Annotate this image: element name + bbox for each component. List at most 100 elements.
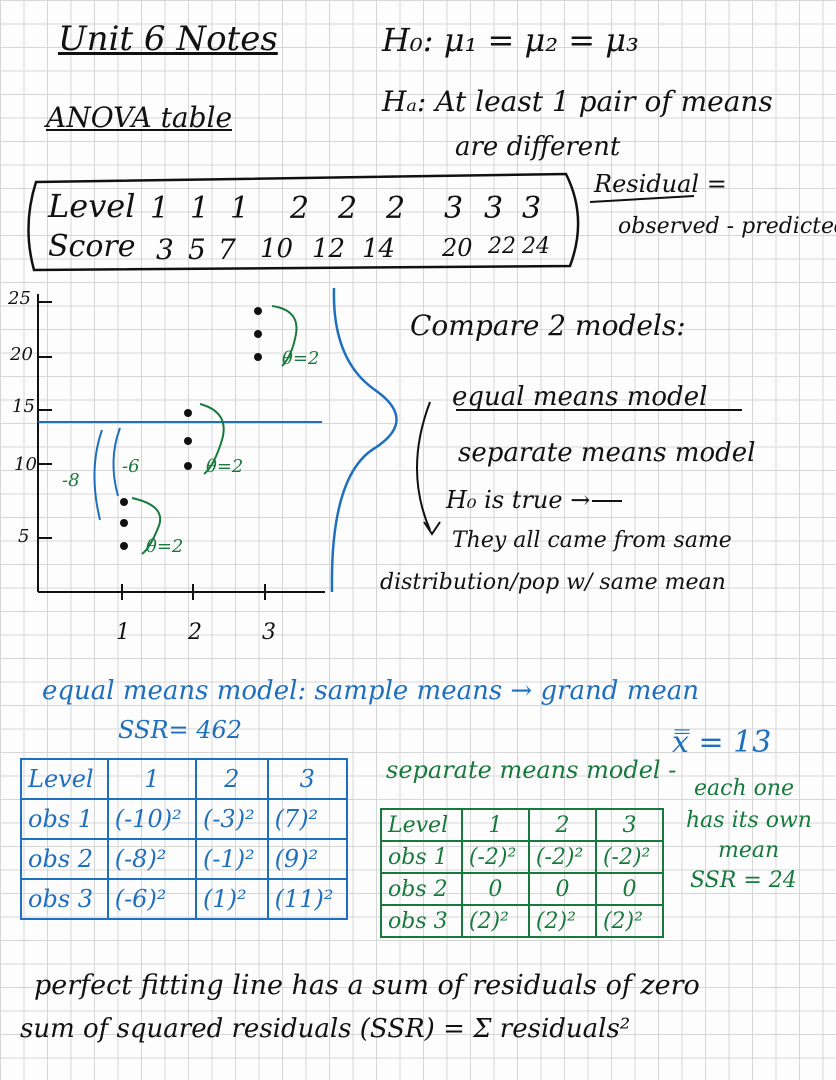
- table-cell: 0: [460, 872, 530, 906]
- table-cell: (-6)²: [106, 878, 197, 920]
- table-row: obs 2 (-8)² (-1)² (9)²: [20, 838, 349, 880]
- table-cell: (2)²: [460, 904, 530, 938]
- table-cell: (-3)²: [194, 798, 269, 840]
- table-cell: 0: [527, 872, 597, 906]
- level-value: 1: [150, 191, 170, 226]
- ssr-definition: sum of squared residuals (SSR) = Σ resid…: [20, 1014, 631, 1044]
- table-cell: (1)²: [194, 878, 269, 920]
- ssr-equal: SSR= 462: [118, 716, 243, 744]
- each-one-line3: mean: [718, 838, 780, 863]
- table-cell: (-2)²: [527, 840, 597, 874]
- table-header-cell: 2: [194, 758, 269, 800]
- level-value: 2: [290, 191, 310, 226]
- table-row: obs 3 (-6)² (1)² (11)²: [20, 878, 349, 920]
- table-cell: (9)²: [266, 838, 349, 880]
- table-header-cell: 1: [106, 758, 197, 800]
- table-row: obs 1 (-10)² (-3)² (7)²: [20, 798, 349, 840]
- table-cell: obs 3: [380, 904, 463, 938]
- data-row-label-level: Level: [48, 187, 136, 225]
- y-tick-label: 5: [18, 526, 30, 547]
- table-row: obs 3 (2)² (2)² (2)²: [380, 904, 665, 938]
- level-value: 3: [484, 191, 504, 226]
- ssr-separate: SSR = 24: [690, 868, 797, 893]
- score-value: 5: [188, 233, 206, 266]
- table-header-cell: 3: [594, 808, 665, 842]
- table-cell: (-8)²: [106, 838, 197, 880]
- table-cell: (7)²: [266, 798, 349, 840]
- y-tick-label: 20: [10, 344, 33, 365]
- table-cell: obs 1: [380, 840, 463, 874]
- residual-label: Residual =: [594, 170, 727, 198]
- compare-models: Compare 2 models:: [410, 309, 686, 342]
- y-tick-label: 15: [12, 396, 35, 417]
- separate-means-label: separate means model: [458, 438, 756, 468]
- table-cell: (-10)²: [106, 798, 197, 840]
- separate-means-header: separate means model -: [386, 756, 677, 784]
- table-header-cell: Level: [380, 808, 463, 842]
- score-value: 10: [260, 234, 294, 264]
- table-cell: obs 1: [20, 798, 109, 840]
- same-pop-line1: They all came from same: [452, 528, 732, 553]
- grand-mean-value: x̿ = 13: [672, 725, 772, 760]
- same-pop-line2: distribution/pop w/ same mean: [380, 570, 726, 595]
- x-tick-label: 1: [116, 620, 130, 645]
- score-value: 22: [488, 234, 516, 259]
- table-cell: (2)²: [594, 904, 665, 938]
- theta-annotation: θ=2: [206, 456, 244, 477]
- level-value: 1: [230, 191, 250, 226]
- score-value: 20: [442, 234, 473, 262]
- level-value: 3: [522, 191, 542, 226]
- table-cell: obs 2: [380, 872, 463, 906]
- score-value: 3: [156, 233, 174, 266]
- table-row: Level 1 2 3: [20, 758, 349, 800]
- y-tick-label: 25: [8, 288, 31, 309]
- residual-def: observed - predicted: [618, 214, 836, 239]
- notes-title: Unit 6 Notes: [58, 19, 278, 59]
- table-cell: (2)²: [527, 904, 597, 938]
- separate-means-table: Level 1 2 3 obs 1 (-2)² (-2)² (-2)² obs …: [380, 808, 665, 938]
- data-scores-row: 3 5 7 10 12 14 20 22 24: [156, 236, 556, 268]
- table-cell: (11)²: [266, 878, 349, 920]
- equal-means-label: equal means model: [452, 382, 708, 412]
- table-row: obs 2 0 0 0: [380, 872, 665, 906]
- each-one-line1: each one: [694, 776, 795, 801]
- x-tick-label: 2: [188, 620, 202, 645]
- data-levels-row: 1 1 1 2 2 2 3 3 3: [150, 194, 550, 226]
- table-header-cell: 1: [460, 808, 530, 842]
- plot-points: [120, 307, 262, 550]
- data-row-label-score: Score: [48, 229, 136, 264]
- null-hypothesis: H₀: μ₁ = μ₂ = μ₃: [382, 21, 639, 59]
- table-cell: obs 3: [20, 878, 109, 920]
- equal-means-line: equal means model: sample means → grand …: [42, 676, 699, 706]
- notes-subtitle: ANOVA table: [46, 101, 233, 134]
- score-value: 7: [218, 233, 236, 266]
- equal-means-table: Level 1 2 3 obs 1 (-10)² (-3)² (7)² obs …: [20, 758, 349, 920]
- score-value: 12: [312, 234, 346, 264]
- level-value: 2: [386, 191, 406, 226]
- alt-hypothesis-line2: are different: [455, 132, 621, 162]
- y-tick-label: 10: [14, 454, 37, 475]
- table-header-cell: 2: [527, 808, 597, 842]
- residual-annotation: -8: [62, 470, 80, 491]
- alt-hypothesis-line1: Hₐ: At least 1 pair of means: [382, 85, 773, 118]
- each-one-line2: has its own: [686, 808, 812, 833]
- level-value: 3: [444, 191, 464, 226]
- theta-annotation: θ=2: [146, 536, 184, 557]
- perfect-fit-note: perfect fitting line has a sum of residu…: [34, 970, 700, 1001]
- table-cell: 0: [594, 872, 665, 906]
- level-value: 2: [338, 191, 358, 226]
- table-cell: (-2)²: [594, 840, 665, 874]
- score-value: 24: [522, 234, 550, 259]
- residual-annotation: -6: [122, 456, 140, 477]
- table-cell: (-1)²: [194, 838, 269, 880]
- level-value: 1: [190, 191, 210, 226]
- table-cell: (-2)²: [460, 840, 530, 874]
- x-tick-label: 3: [262, 620, 276, 645]
- table-cell: obs 2: [20, 838, 109, 880]
- theta-annotation: θ=2: [282, 348, 320, 369]
- table-row: Level 1 2 3: [380, 808, 665, 842]
- score-value: 14: [362, 234, 396, 264]
- h0-true-label: H₀ is true →: [446, 486, 591, 514]
